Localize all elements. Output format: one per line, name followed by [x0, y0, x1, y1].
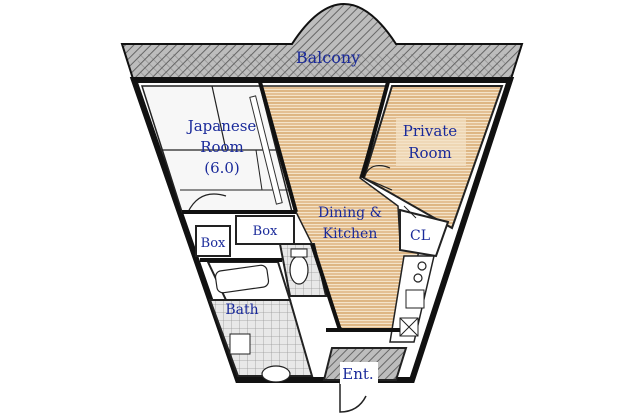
- private-room-label-2: Room: [408, 144, 452, 162]
- japanese-room-label-1: Japanese: [186, 117, 257, 135]
- bath-label: Bath: [225, 302, 258, 318]
- closet-label: CL: [410, 228, 430, 244]
- dining-kitchen-label-1: Dining &: [318, 205, 382, 221]
- box-right: [235, 215, 295, 245]
- box-right-label: Box: [253, 224, 278, 239]
- balcony-label: Balcony: [296, 48, 360, 67]
- dining-kitchen-label-2: Kitchen: [323, 226, 378, 242]
- entrance-label: Ent.: [342, 365, 373, 383]
- closet: [399, 205, 450, 258]
- interior-walls: [182, 81, 400, 332]
- box-left-label: Box: [201, 236, 226, 251]
- balcony: [120, 2, 524, 83]
- japanese-room: [140, 85, 293, 213]
- kitchen-counter: [389, 255, 435, 343]
- private-room-label-1: Private: [403, 122, 458, 140]
- japanese-room-label-2: Room: [200, 138, 244, 156]
- japanese-room-label-3: (6.0): [204, 159, 240, 177]
- box-left: [195, 225, 231, 257]
